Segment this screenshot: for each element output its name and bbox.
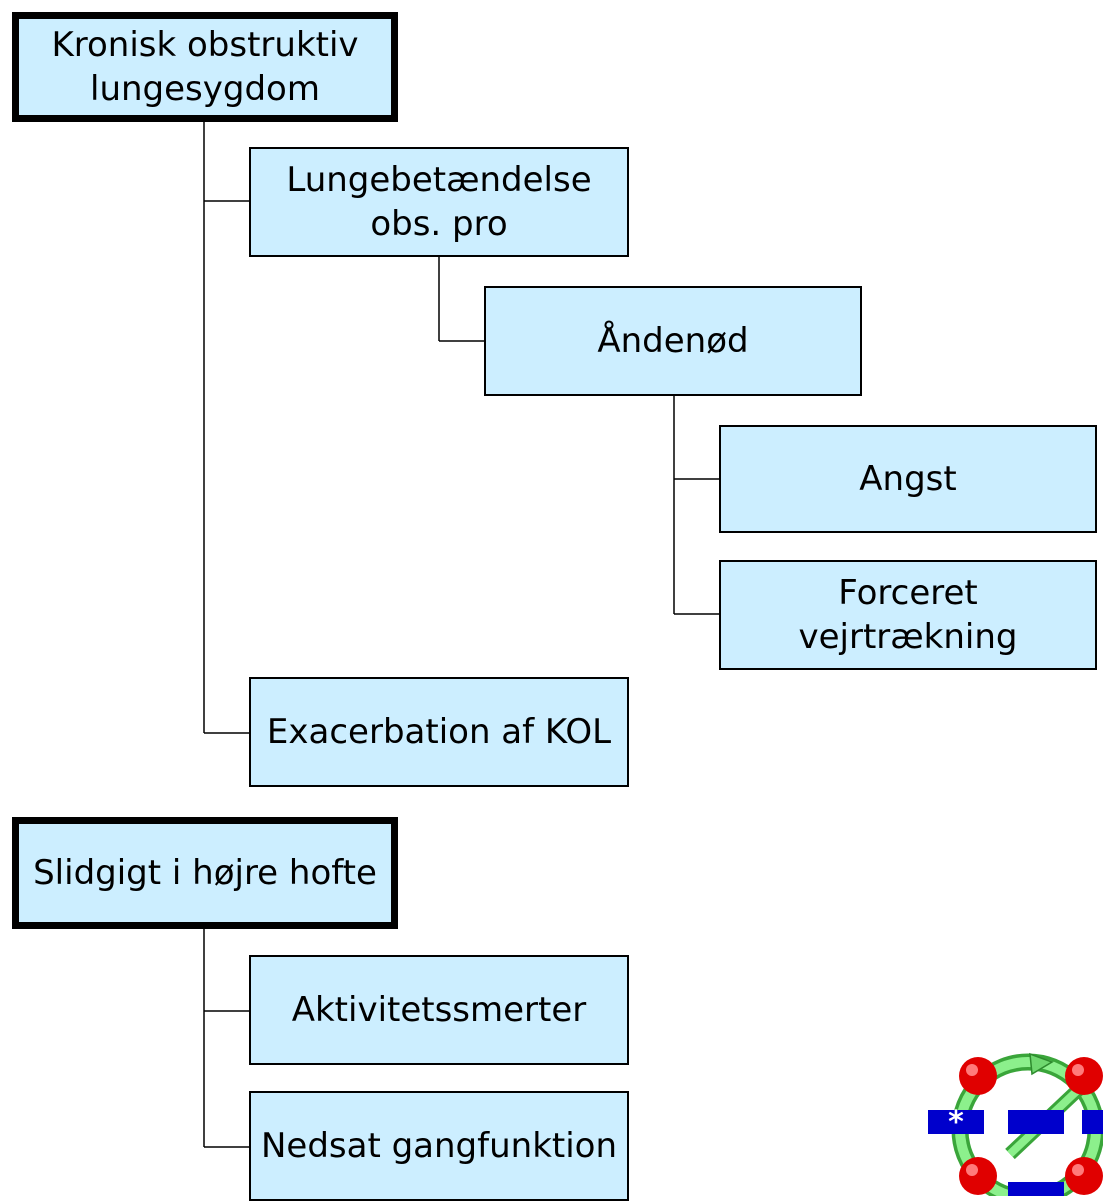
node-label: Exacerbation af KOL (266, 712, 612, 752)
node-label: Slidgigt i højre hofte (33, 853, 377, 893)
logo-asterisk: * (948, 1105, 964, 1140)
node-label: Angst (859, 459, 957, 499)
node-kronisk-obstruktiv-lungesygdom: Kronisk obstruktiv lungesygdom (12, 12, 398, 122)
node-lungebetaendelse: Lungebetændelse obs. pro (249, 147, 629, 257)
node-nedsat-gangfunktion: Nedsat gangfunktion (249, 1091, 629, 1201)
node-label: Lungebetændelse obs. pro (286, 160, 592, 244)
logo-icon: * (920, 1026, 1103, 1201)
node-aktivitetssmerter: Aktivitetssmerter (249, 955, 629, 1065)
node-label: Åndenød (597, 321, 749, 361)
node-slidgigt-i-hojre-hofte: Slidgigt i højre hofte (12, 817, 398, 929)
node-label: Forceret vejrtrækning (798, 573, 1018, 657)
node-label: Aktivitetssmerter (291, 990, 587, 1030)
node-andenod: Åndenød (484, 286, 862, 396)
node-label: Nedsat gangfunktion (260, 1126, 618, 1166)
node-angst: Angst (719, 425, 1097, 533)
node-exacerbation-af-kol: Exacerbation af KOL (249, 677, 629, 787)
node-label: Kronisk obstruktiv lungesygdom (51, 25, 359, 109)
node-forceret-vejrtraekning: Forceret vejrtrækning (719, 560, 1097, 670)
